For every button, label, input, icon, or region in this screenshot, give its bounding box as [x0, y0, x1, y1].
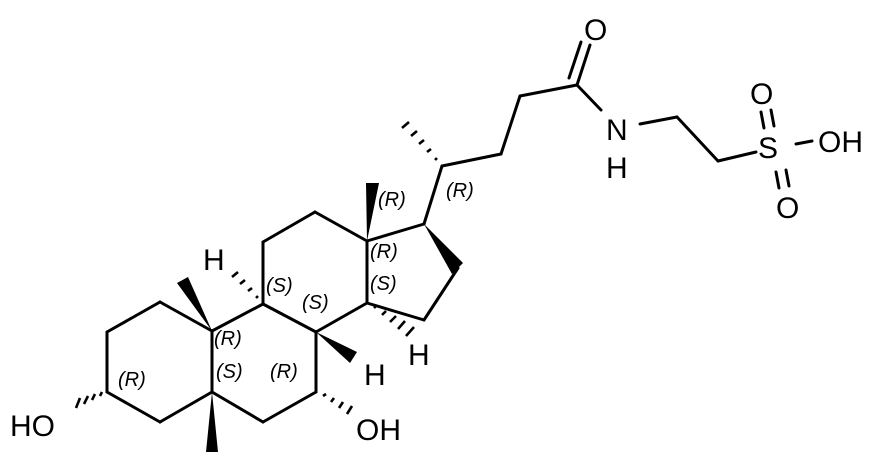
stereo-c5: (S) — [216, 361, 243, 383]
stereo-c9: (S) — [266, 275, 293, 297]
ring-d — [365, 222, 463, 322]
stereo-c20: (R) — [446, 180, 474, 202]
stereo-c7: (R) — [270, 361, 298, 383]
c5-methyl-wedge — [206, 392, 218, 452]
stereo-c10: (R) — [214, 328, 242, 350]
stereo-c8: (S) — [302, 292, 329, 314]
stereo-c3: (R) — [118, 369, 146, 391]
stereo-c14: (S) — [370, 273, 397, 295]
c14-h-hash — [373, 305, 415, 337]
sulfonyl-o-bottom-label: O — [776, 192, 799, 225]
c20-methyl-hash — [401, 121, 438, 161]
ho-label: HO — [10, 410, 55, 443]
oh-c7-label: OH — [356, 414, 401, 447]
c8-h-wedge — [316, 332, 357, 363]
sulfonic-oh-label: OH — [818, 126, 863, 159]
c9-h-hash — [231, 271, 259, 299]
c3-oh-hash — [74, 391, 104, 409]
h-c8-label: H — [364, 359, 386, 392]
amide-n-label: N — [606, 114, 628, 147]
side-chain — [422, 40, 814, 226]
h-c9-label: H — [203, 244, 225, 277]
sulfonyl-o-top-label: O — [750, 78, 773, 111]
sulfur-label: S — [758, 132, 778, 165]
c17-c16-wedge — [424, 224, 463, 274]
amide-h-label: H — [606, 152, 628, 185]
c7-oh-hash — [322, 392, 354, 415]
stereo-c13-lower: (R) — [370, 241, 398, 263]
carbonyl-o-label: O — [584, 14, 607, 47]
ring-c — [261, 210, 369, 334]
c13-methyl-wedge — [366, 183, 379, 241]
ring-b — [210, 302, 318, 424]
stereo-c13-upper: (R) — [378, 189, 406, 211]
ring-a — [105, 300, 214, 424]
h-c14-label: H — [408, 339, 430, 372]
c10-methyl-wedge — [177, 277, 212, 331]
